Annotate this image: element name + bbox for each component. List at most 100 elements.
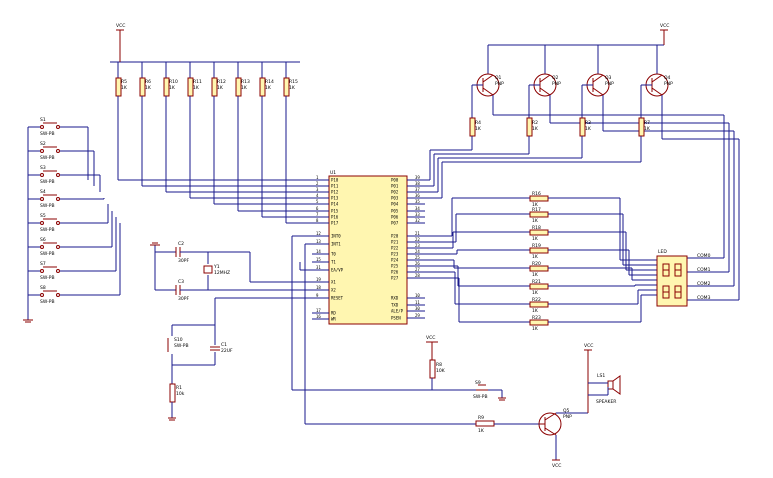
mcu-pin-number: 30: [415, 306, 420, 311]
switch-contact: [40, 245, 44, 249]
switch-contact: [40, 221, 44, 225]
pullup-ref: R10: [169, 79, 178, 85]
segment-resistor-ref: R18: [532, 225, 541, 231]
q5-ref: Q5: [563, 408, 570, 414]
mcu-pin-number: 12: [316, 231, 321, 236]
mcu-pin-number: 19: [316, 277, 321, 282]
mcu-pin-name: P01: [391, 184, 399, 189]
switch-value: SW-PB: [40, 131, 55, 137]
segment-resistor-ref: R17: [532, 207, 541, 213]
mcu-pin-name: P21: [391, 240, 399, 245]
switch-contact: [56, 221, 60, 225]
pullup-value: 1K: [217, 85, 224, 91]
mcu-pin-number: 17: [316, 308, 321, 313]
mcu-pin-name: P23: [391, 252, 399, 257]
transistor-emitter: [539, 74, 551, 83]
pullup-value: 1K: [193, 85, 200, 91]
mcu-pin-name: P05: [391, 209, 399, 214]
pullup-ref: R11: [193, 79, 202, 85]
base-resistor-value: 1K: [644, 126, 651, 132]
base-resistor-ref: R7: [644, 120, 650, 126]
vcc-rk-label: VCC: [426, 335, 435, 341]
switch-value: SW-PB: [40, 299, 55, 305]
mcu-pin-number: 11: [415, 300, 420, 305]
mcu-pin-name: EA/VP: [331, 268, 344, 273]
c3-ref: C3: [178, 279, 184, 285]
pullup-ref: R15: [289, 79, 298, 85]
led-digits: [662, 263, 682, 299]
mcu-pin-name: P15: [331, 209, 339, 214]
mcu-pin-name: P25: [391, 264, 399, 269]
switch-contact: [56, 269, 60, 273]
vcc-symbol-pullups: VCC: [116, 23, 125, 31]
segment-resistor-value: 1K: [532, 326, 539, 332]
s9-ref: S9: [475, 380, 481, 386]
c1-value: 22UF: [221, 348, 233, 354]
transistor-collector: [592, 87, 604, 96]
pullup-ref: R14: [265, 79, 274, 85]
speaker-driver: [304, 243, 621, 461]
pullup-ref: R6: [145, 79, 151, 85]
mcu-pin-name: P12: [331, 190, 339, 195]
mcu-pin-name: T0: [331, 252, 336, 257]
mcu-pin-name: P11: [331, 184, 339, 189]
switch-value: SW-PB: [40, 179, 55, 185]
mcu-pin-name: WR: [331, 317, 336, 322]
segment-resistor-ref: R20: [532, 261, 541, 267]
mcu-pin-name: P10: [331, 178, 339, 183]
led-common-label: COM3: [697, 295, 711, 301]
vcc-spk-label: VCC: [584, 343, 593, 349]
mcu-pin-number: 8: [316, 218, 319, 223]
switch-contact: [40, 197, 44, 201]
segment-resistor-ref: R21: [532, 279, 541, 285]
mcu-pin-name: P16: [331, 215, 339, 220]
mcu-pin-number: 26: [415, 261, 420, 266]
transistor-type: PNP: [495, 81, 504, 87]
mcu-pin-name: TXD: [391, 303, 399, 308]
switch-bank: S1SW-PBS2SW-PBS3SW-PBS4SW-PBS5SW-PBS6SW-…: [28, 117, 121, 305]
mcu-pin-number: 37: [415, 187, 420, 192]
transistor-ref: Q1: [495, 75, 502, 81]
transistor-ref: Q2: [552, 75, 559, 81]
switch-ref: S2: [40, 141, 46, 147]
pullup-value: 1K: [289, 85, 296, 91]
mcu-pin-name: P00: [391, 178, 399, 183]
switch-ref: S5: [40, 213, 46, 219]
mcu-pin-name: RXD: [391, 296, 399, 301]
pullup-value: 1K: [169, 85, 176, 91]
transistor-collector: [482, 87, 494, 96]
segment-resistor-value: 1K: [532, 202, 539, 208]
mcu-pin-name: INT0: [331, 234, 341, 239]
mcu-pin-name: X2: [331, 288, 336, 293]
mcu-pin-name: ALE/P: [391, 309, 404, 314]
switch-contact: [56, 245, 60, 249]
led-display: [656, 255, 688, 307]
mcu-pin-name: P13: [331, 196, 339, 201]
mcu-pin-number: 35: [415, 199, 420, 204]
mcu-pin-number: 38: [415, 181, 420, 186]
switch-ref: S4: [40, 189, 46, 195]
r1-value: 10k: [176, 391, 185, 397]
pullup-value: 1K: [121, 85, 128, 91]
svg-text:VCC: VCC: [116, 23, 125, 29]
ls1-ref: LS1: [597, 373, 605, 379]
base-resistor-ref: R2: [532, 120, 538, 126]
mcu-pin-name: RESET: [331, 296, 344, 301]
switch-ref: S6: [40, 237, 46, 243]
mcu-pin-number: 27: [415, 267, 420, 272]
base-resistor-value: 1K: [532, 126, 539, 132]
r8-ref: R8: [436, 362, 442, 368]
switch-ref: S7: [40, 261, 46, 267]
mcu-pin-number: 32: [415, 218, 420, 223]
y1-value: 12MHZ: [214, 270, 230, 276]
segment-resistor-ref: R23: [532, 315, 541, 321]
mcu-pin-name: P27: [391, 276, 399, 281]
switch-value: SW-PB: [40, 275, 55, 281]
mcu-pin-number: 25: [415, 255, 420, 260]
s10-ref: S10: [174, 337, 183, 343]
switch-contact: [40, 149, 44, 153]
switch-contact: [56, 293, 60, 297]
mcu-pin-name: P22: [391, 246, 399, 251]
